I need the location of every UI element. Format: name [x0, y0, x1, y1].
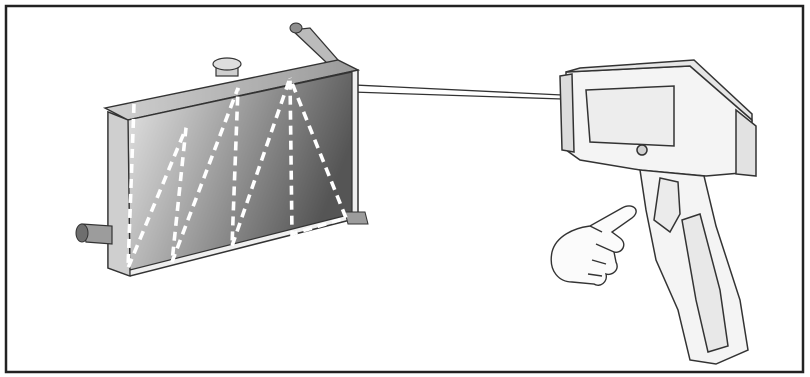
infrared-thermometer-icon — [559, 59, 757, 365]
pointing-hand-icon — [550, 205, 637, 286]
scan-path-icon — [126, 77, 349, 269]
radiator-cap-icon — [212, 57, 242, 77]
